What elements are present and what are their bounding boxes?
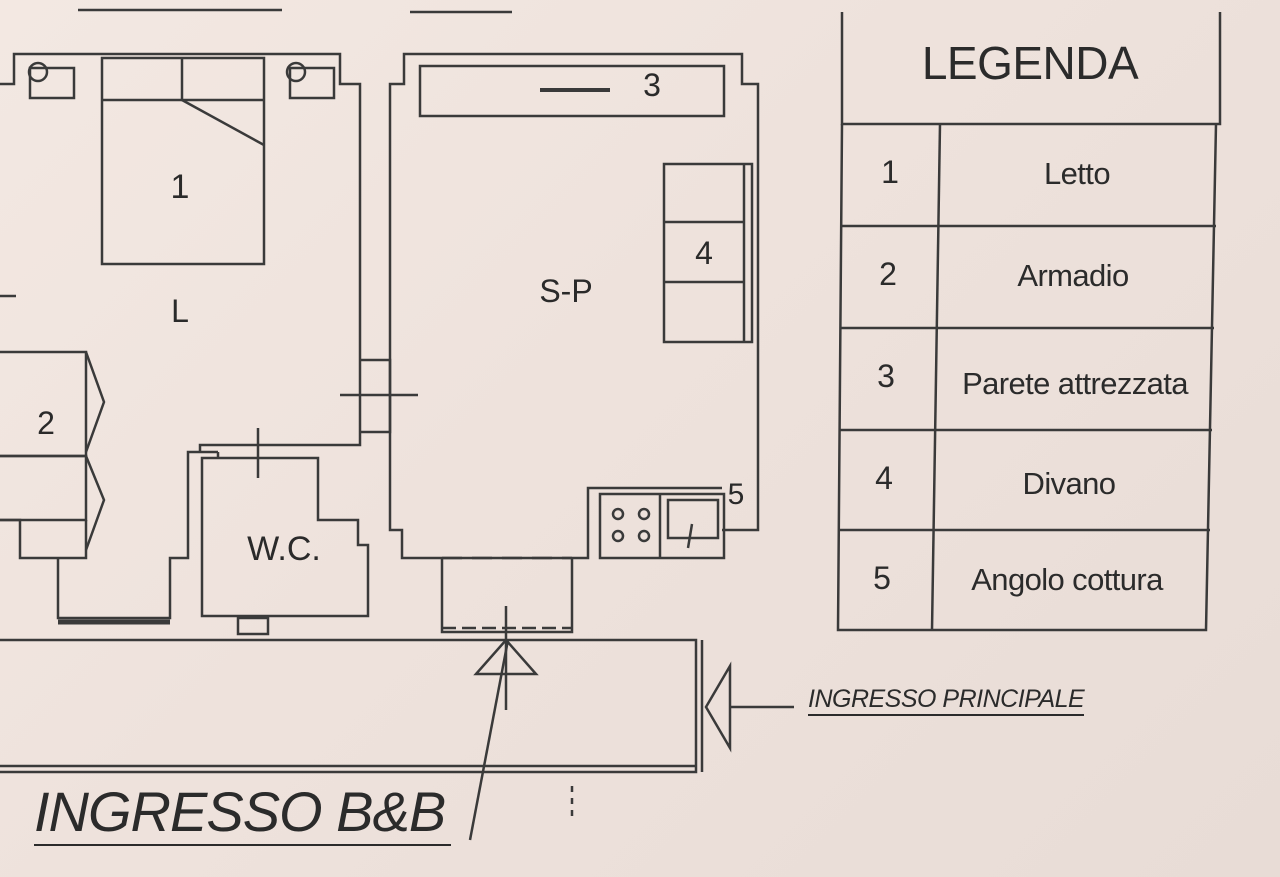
faucet-mark: [686, 523, 694, 549]
legend-row: 1 Letto: [0, 124, 1280, 224]
sofa: [662, 162, 754, 344]
burner-icon: [611, 507, 625, 521]
wardrobe-door-lower: [84, 455, 106, 551]
wc-label: W.C.: [247, 530, 321, 568]
sofa-marker: 4: [695, 235, 713, 271]
legend-description: Angolo cottura: [971, 562, 1163, 597]
legend-box: [836, 123, 1218, 632]
bb-entrance-leader: [468, 639, 510, 841]
legend-title: LEGENDA: [921, 37, 1139, 89]
legend-number: 2: [879, 256, 897, 292]
wardrobe-door-upper: [84, 351, 106, 453]
legend-row: 3 Parete attrezzata: [0, 328, 1280, 428]
bb-entrance-label: INGRESSO B&B: [34, 780, 452, 846]
nightstand-left: [28, 66, 76, 100]
living-label: S-P: [539, 273, 592, 309]
wall-unit: [418, 64, 726, 118]
legend-row: 4 Divano: [0, 430, 1280, 530]
legend-row: 5 Angolo cottura: [0, 530, 1280, 630]
kitchen-counter: [598, 492, 726, 560]
wardrobe-lower: [0, 454, 88, 522]
legend-row: 2 Armadio: [0, 226, 1280, 326]
burner-icon: [637, 507, 651, 521]
legend-description: Armadio: [1017, 258, 1129, 293]
lamp-left-icon: [27, 61, 49, 83]
sink-icon: [666, 498, 720, 540]
nightstand-right: [288, 66, 336, 100]
main-entrance-arrow-icon: [704, 661, 732, 753]
wall-unit-marker: 3: [643, 67, 661, 103]
legend-number: 4: [875, 460, 893, 496]
bedroom-lower-wall: [56, 450, 218, 620]
wardrobe-base: [0, 518, 88, 560]
legend-column-divider: [930, 123, 942, 631]
burner-icon: [637, 529, 651, 543]
living-wall: [388, 52, 760, 532]
wc-window: [236, 616, 270, 636]
legend-description: Divano: [1022, 466, 1117, 501]
corridor-wall: [0, 638, 698, 774]
bedroom-wall: [0, 52, 362, 452]
main-entrance-label: INGRESSO PRINCIPALE: [808, 684, 1085, 716]
legend-header-box: [840, 12, 1222, 126]
legend-description: Letto: [1044, 156, 1111, 191]
wc-wall: [200, 452, 370, 618]
legend-description: Parete attrezzata: [962, 366, 1188, 401]
bed-marker: 1: [171, 168, 190, 206]
living-lower-wall: [388, 432, 722, 560]
kitchen-marker: 5: [728, 478, 745, 511]
legend-number: 5: [873, 560, 891, 596]
wardrobe-marker: 2: [37, 405, 55, 441]
bed-sheet-fold: [181, 98, 265, 147]
lamp-right-icon: [285, 61, 307, 83]
legend-number: 3: [877, 358, 895, 394]
legend-number: 1: [881, 154, 899, 190]
burner-icon: [611, 529, 625, 543]
bedroom-label: L: [171, 293, 189, 329]
